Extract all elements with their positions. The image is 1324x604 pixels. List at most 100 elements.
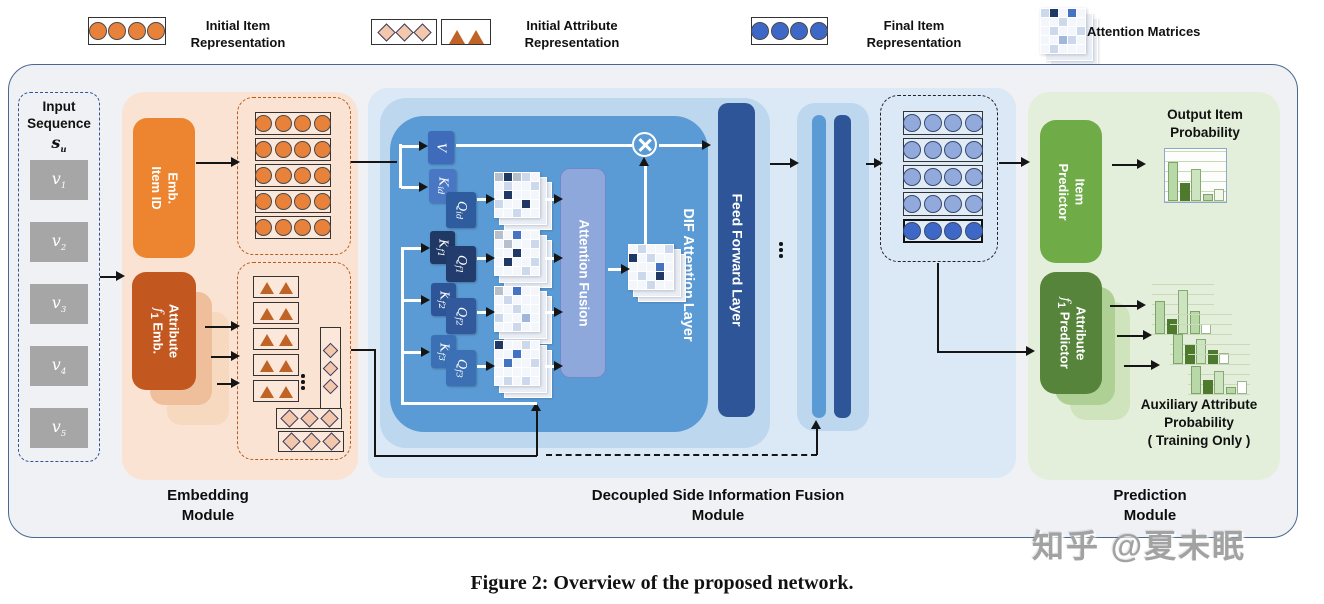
circle-icon <box>274 167 292 184</box>
matrix-cell <box>522 191 530 199</box>
input-sequence-title: Input Sequence <box>27 99 91 131</box>
matrix-cell <box>638 281 646 289</box>
matrix-cell <box>513 231 521 239</box>
circle-icon <box>255 141 273 158</box>
matrix-cell <box>513 296 521 304</box>
matrix-grid <box>494 230 540 276</box>
arrowhead <box>621 264 630 274</box>
diamond-icon <box>321 432 341 451</box>
connector-line <box>100 276 118 279</box>
matrix-cell <box>522 258 530 266</box>
representation-row <box>903 219 983 243</box>
triangle-icon <box>259 386 274 398</box>
matrix-cell <box>1077 27 1085 35</box>
matrix-cell <box>522 323 530 331</box>
connector-line <box>205 326 233 329</box>
legend-initial-attribute-label: Initial Attribute Representation <box>524 18 620 50</box>
matrix-cell <box>495 240 503 248</box>
matrix-cell <box>495 182 503 190</box>
matrix-cell <box>522 287 530 295</box>
legend-final-item-icon <box>751 17 828 45</box>
probability-bar <box>1214 189 1224 201</box>
matrix-cell <box>504 249 512 257</box>
matrix-cell <box>504 368 512 376</box>
triangle-icon <box>467 30 484 44</box>
connector-line <box>403 351 423 354</box>
circle-icon <box>313 167 331 184</box>
matrix-grid <box>494 340 540 386</box>
embedding-module-label: Embedding Module <box>167 487 249 525</box>
matrix-cell <box>513 323 521 331</box>
matrix-cell <box>504 267 512 275</box>
matrix-cell <box>504 231 512 239</box>
connector-line <box>211 356 233 359</box>
matrix-cell <box>504 350 512 358</box>
layer-stack-ellipsis-icon <box>779 240 783 260</box>
probability-bar <box>1214 371 1224 394</box>
legend-attention-matrix-icon <box>1040 8 1098 66</box>
arrowhead <box>231 378 240 388</box>
connector-line <box>477 311 488 314</box>
matrix-cell <box>531 296 539 304</box>
matrix-cell <box>495 267 503 275</box>
representation-row <box>255 164 331 187</box>
arrowhead <box>554 194 563 204</box>
final-item-representation-box <box>880 95 998 262</box>
circle-icon <box>294 193 312 210</box>
circle-icon <box>313 115 331 132</box>
matrix-cell <box>638 245 646 253</box>
arrowhead <box>419 141 428 151</box>
matrix-cell <box>495 377 503 385</box>
matrix-cell <box>656 263 664 271</box>
matrix-cell <box>1059 36 1067 44</box>
matrix-cell <box>531 191 539 199</box>
attribute-diamond-row <box>278 431 344 452</box>
matrix-cell <box>1059 18 1067 26</box>
matrix-cell <box>513 305 521 313</box>
matrix-cell <box>495 200 503 208</box>
matrix-cell <box>1077 18 1085 26</box>
matrix-cell <box>504 287 512 295</box>
feed-forward-layer-box: Feed Forward Layer <box>718 103 755 417</box>
arrowhead <box>486 194 495 204</box>
connector-line <box>477 257 488 260</box>
attention-matrix-f2 <box>494 286 552 344</box>
circle-icon <box>274 193 292 210</box>
output-probability-chart <box>1164 148 1227 203</box>
connector-line <box>545 257 556 260</box>
matrix-cell <box>495 359 503 367</box>
attribute-diamond-row <box>276 408 342 429</box>
matrix-cell <box>665 281 673 289</box>
matrix-cell <box>1041 36 1049 44</box>
matrix-cell <box>531 287 539 295</box>
circle-icon <box>903 168 922 186</box>
input-sequence-panel <box>18 92 100 462</box>
matrix-cell <box>522 314 530 322</box>
sequence-item: v3 <box>30 284 88 324</box>
matrix-cell <box>1050 9 1058 17</box>
matrix-cell <box>495 209 503 217</box>
matrix-cell <box>495 368 503 376</box>
matrix-cell <box>531 377 539 385</box>
matrix-cell <box>495 287 503 295</box>
representation-row <box>903 138 983 162</box>
triangle-icon <box>259 360 274 372</box>
matrix-cell <box>638 272 646 280</box>
matrix-cell <box>629 254 637 262</box>
matrix-cell <box>495 314 503 322</box>
arrowhead <box>1151 360 1160 370</box>
matrix-cell <box>1068 18 1076 26</box>
connector-line <box>217 383 233 386</box>
matrix-cell <box>513 200 521 208</box>
stacked-layer-container <box>797 103 869 431</box>
matrix-cell <box>522 296 530 304</box>
diamond-icon <box>412 22 432 42</box>
arrowhead <box>1026 346 1035 356</box>
arrowhead <box>811 420 821 429</box>
circle-icon <box>964 222 983 240</box>
circle-icon <box>923 222 942 240</box>
diamond-icon <box>322 378 339 394</box>
circle-icon <box>770 22 789 40</box>
matrix-cell <box>1077 36 1085 44</box>
representation-row <box>903 111 983 135</box>
